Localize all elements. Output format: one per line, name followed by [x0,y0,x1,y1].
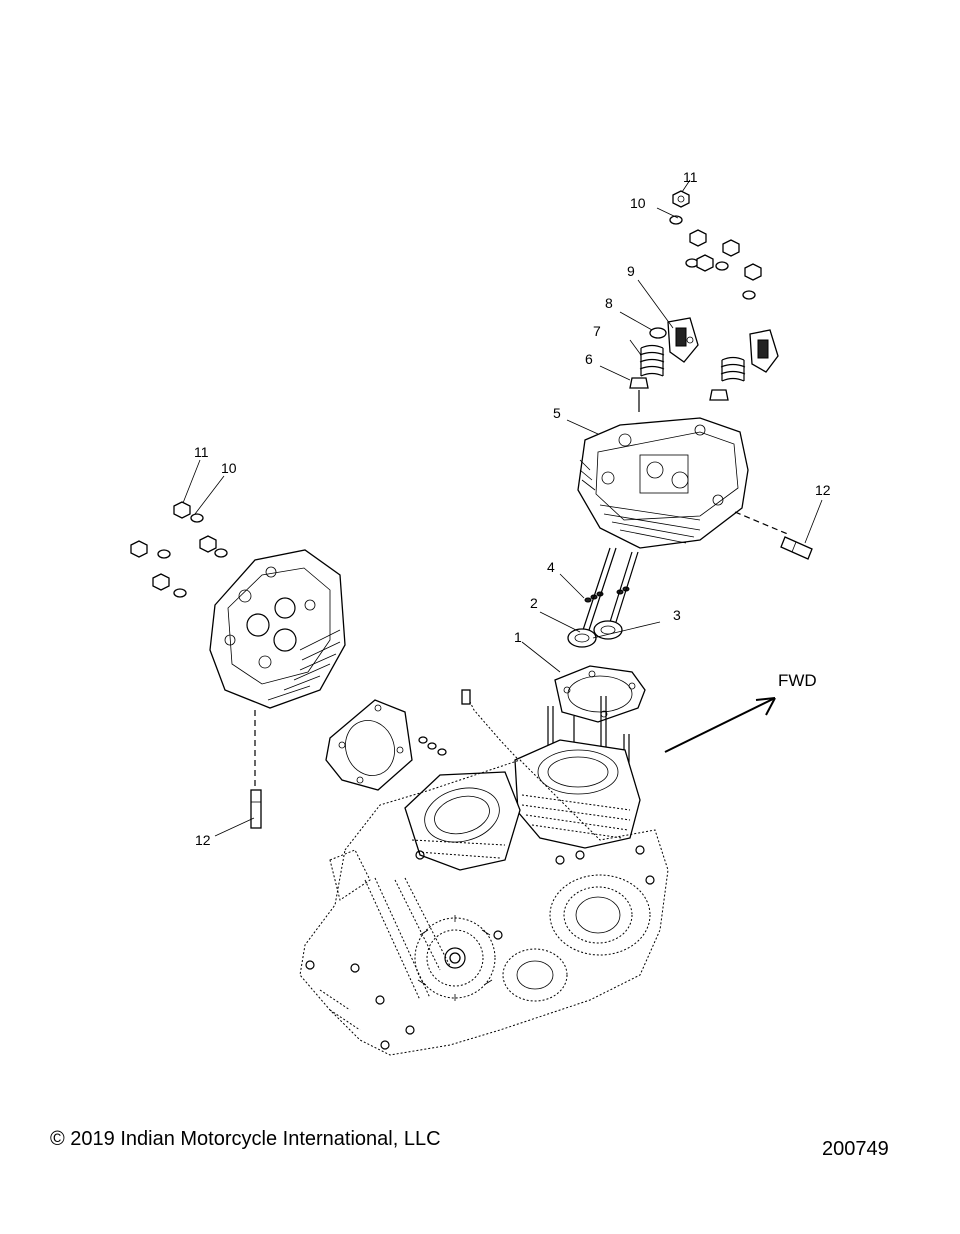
left-nuts-washers [130,501,228,598]
callout-10-left: 10 [221,460,237,476]
exhaust-valve [593,551,639,640]
valve-spring-front [639,344,665,377]
figure-number: 200749 [822,1138,889,1160]
dowel-pin-left [250,789,262,829]
small-fittings [418,736,447,756]
callout-12-left: 12 [195,832,211,848]
crankcase-engine-block [299,739,669,1056]
callout-9: 9 [627,263,635,279]
rocker-arm-rear [749,329,779,373]
valve-spring-rear [720,356,746,382]
oil-line-fitting [461,689,471,705]
callout-12-right: 12 [815,482,831,498]
forward-direction-arrow [664,697,776,753]
callout-2: 2 [530,595,538,611]
rocker-arm-front [667,317,699,363]
callout-labels: 1 2 3 4 5 6 7 8 9 10 11 10 11 12 12 FWD [194,169,831,848]
callout-3: 3 [673,607,681,623]
callout-5: 5 [553,405,561,421]
cylinder-head-right [577,417,749,549]
valve-seal-front [629,377,649,389]
callout-11-left: 11 [194,444,209,460]
callout-8: 8 [605,295,613,311]
intake-valve [567,547,617,648]
callout-6: 6 [585,351,593,367]
oil-feed-line [467,697,529,771]
top-nuts-washers [669,190,762,300]
head-gasket-left [325,699,413,791]
copyright-notice: © 2019 Indian Motorcycle International, … [50,1128,441,1150]
callout-11-top: 11 [683,169,698,185]
callout-10-top: 10 [630,195,646,211]
fwd-label: FWD [778,671,817,690]
valve-spring-retainer-8 [649,327,667,339]
callout-7: 7 [593,323,601,339]
dowel-pin-right [780,536,813,560]
callout-4: 4 [547,559,555,575]
valve-seal-rear [709,389,729,401]
cylinder-head-left [209,549,346,709]
head-gasket-right [554,665,646,723]
callout-1: 1 [514,629,522,645]
leader-lines [182,179,823,837]
